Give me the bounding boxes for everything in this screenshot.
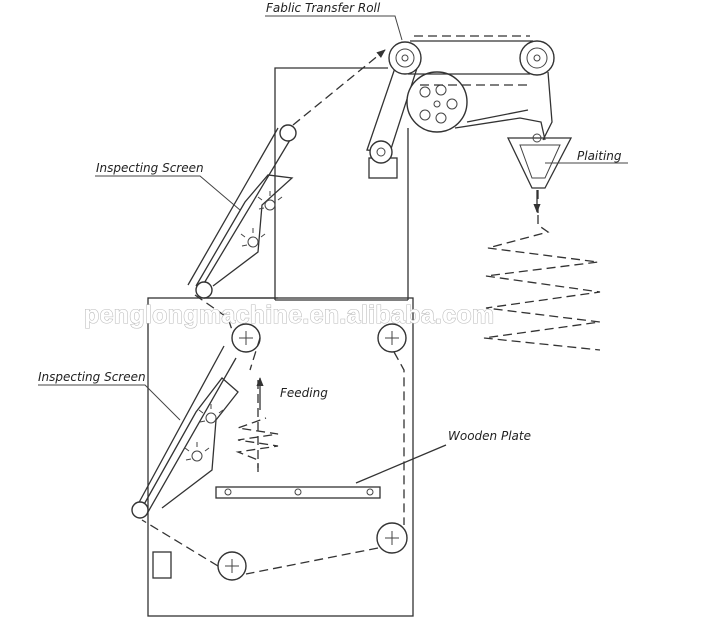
lamp-icon	[257, 191, 283, 211]
guide-rolls	[217, 323, 408, 581]
lamp-icon	[198, 404, 224, 424]
upper-inspecting-screen	[187, 124, 297, 299]
fabric-transfer-roll	[366, 35, 555, 179]
plaiting-funnel	[483, 133, 601, 351]
lower-inspecting-screen	[131, 345, 239, 519]
lower-screen-label: Inspecting Screen	[38, 370, 146, 384]
leader-lines	[38, 15, 628, 421]
upper-frame	[274, 67, 409, 301]
plaiting-label: Plaiting	[577, 149, 622, 163]
fabric-path	[141, 49, 541, 575]
upper-screen-label: Inspecting Screen	[96, 161, 204, 175]
wooden-plate-label: Wooden Plate	[448, 429, 531, 443]
feeding-label: Feeding	[280, 386, 328, 400]
wooden-plate	[215, 444, 447, 499]
lower-frame	[147, 297, 414, 617]
lamp-icon	[240, 228, 266, 248]
transfer-roll-label: Fablic Transfer Roll	[266, 1, 381, 15]
lamp-icon	[184, 442, 210, 462]
watermark: penglongmachine.en.alibaba.com	[84, 301, 494, 329]
